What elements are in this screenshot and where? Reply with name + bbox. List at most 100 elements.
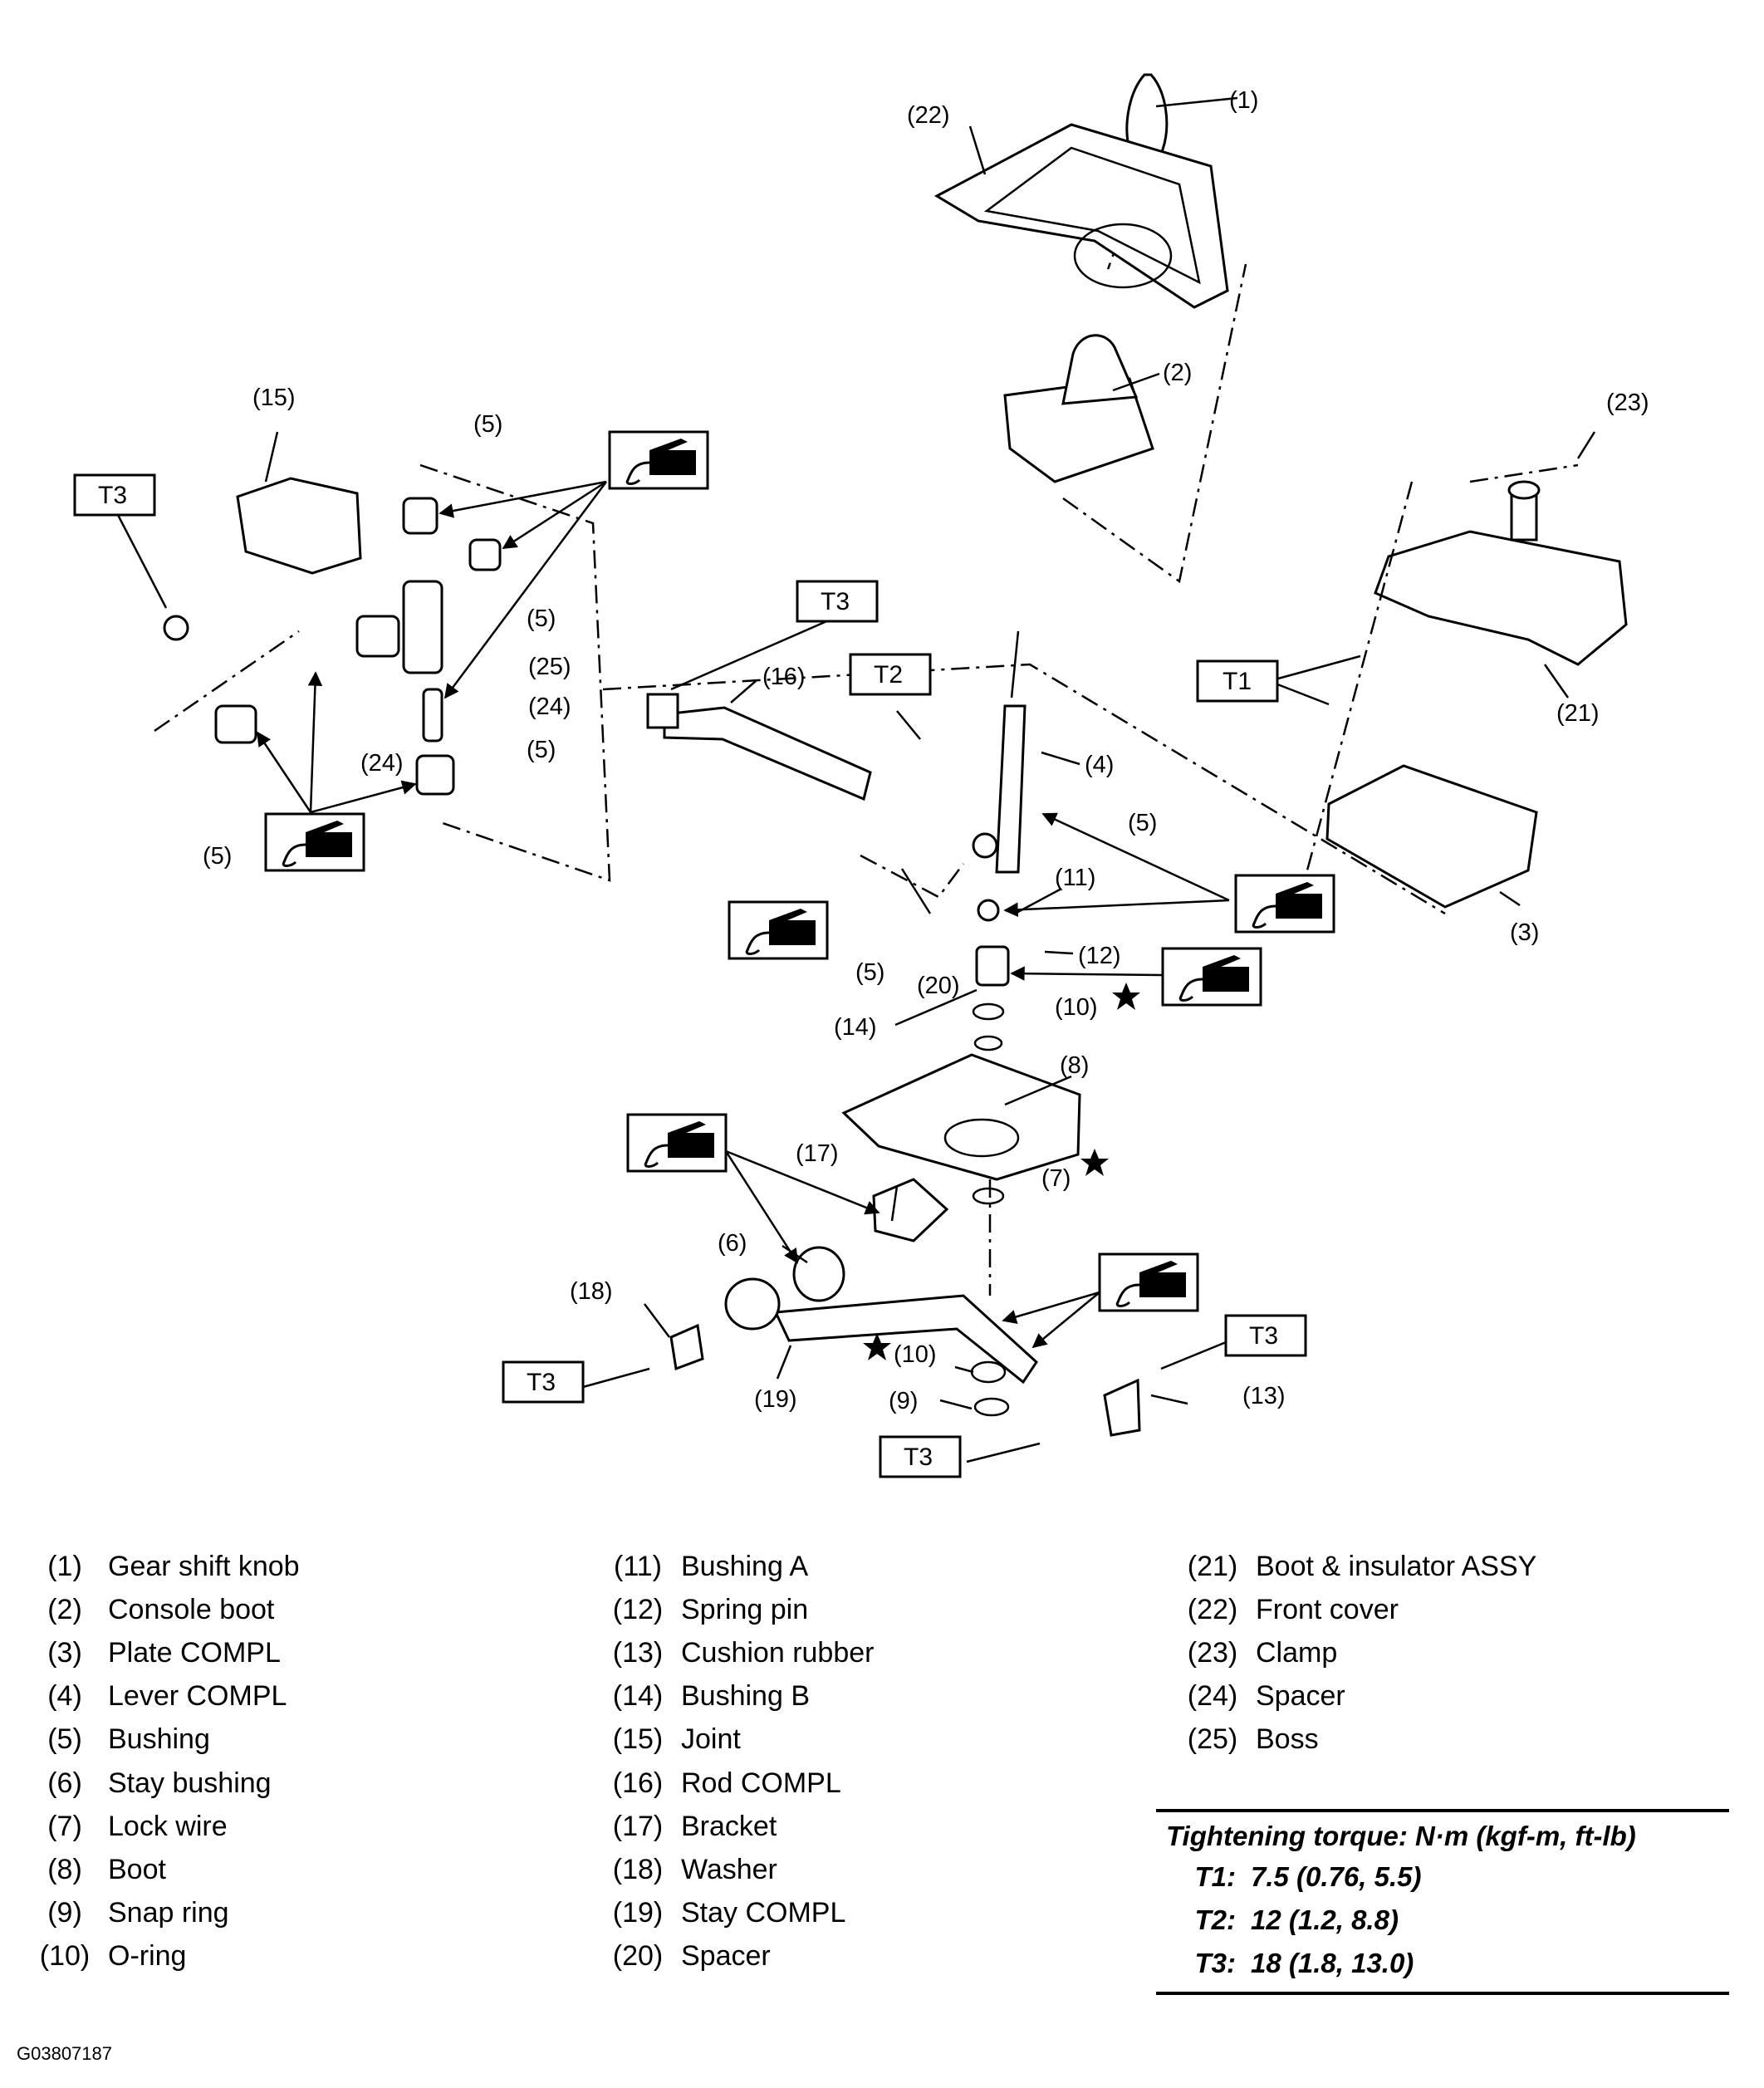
grease-application-icon [264, 812, 365, 872]
legend-item: (22)Front cover [1187, 1593, 1399, 1625]
legend-item: (15)Joint [612, 1723, 741, 1756]
callout-21: (21) [1556, 700, 1600, 727]
torque-tag-t3-d: T3 [502, 1360, 585, 1404]
figure-code: G03807187 [17, 2043, 112, 2064]
legend-item: (10)O-ring [39, 1940, 187, 1973]
torque-tag-t3-a: T3 [73, 473, 156, 517]
replace-part-star-icon [1080, 1149, 1109, 1176]
svg-text:T3: T3 [98, 482, 127, 509]
callout-15: (15) [252, 385, 296, 411]
callout-labels: (1) (22) (2) (23) (21) (3) (15) (5) (5) … [203, 87, 1649, 1414]
replace-part-star-icon [863, 1333, 891, 1360]
legend-item: (19)Stay COMPL [612, 1897, 846, 1929]
torque-tag-t3-e: T3 [879, 1435, 962, 1478]
legend-item: (13)Cushion rubber [612, 1636, 875, 1669]
legend-item: (12)Spring pin [612, 1593, 809, 1625]
callout-5-f: (5) [855, 959, 884, 986]
legend-item: (9)Snap ring [47, 1897, 229, 1929]
callout-16: (16) [762, 664, 806, 690]
svg-text:T1: T1 [1223, 668, 1252, 695]
replace-part-star-icon [1112, 983, 1140, 1010]
part-lever-compl [972, 630, 1027, 922]
callout-10-a: (10) [1055, 994, 1098, 1021]
legend-item: (16)Rod COMPL [612, 1767, 841, 1799]
callout-10-b: (10) [894, 1341, 937, 1368]
legend-item: (2)Console boot [47, 1593, 275, 1625]
legend-item: (18)Washer [612, 1853, 777, 1885]
torque-tag-t3-b: T3 [796, 580, 879, 623]
callout-3: (3) [1510, 919, 1539, 946]
part-front-cover [933, 123, 1229, 309]
legend-item: (6)Stay bushing [47, 1767, 272, 1799]
callout-12: (12) [1078, 943, 1121, 969]
svg-text:T3: T3 [527, 1369, 556, 1396]
part-boss-spacer-bushings [214, 497, 502, 796]
part-plate-compl [1325, 764, 1538, 909]
legend-item: (3)Plate COMPL [47, 1636, 281, 1669]
legend-item: (4)Lever COMPL [47, 1680, 287, 1713]
part-boot-insulator-assy [1374, 480, 1628, 666]
tightening-torque-table: Tightening torque: N·m (kgf-m, ft-lb) T1… [1156, 1809, 1729, 1995]
callout-7: (7) [1041, 1165, 1071, 1192]
table-rule-top [1156, 1809, 1729, 1812]
legend-item: (14)Bushing B [612, 1680, 810, 1713]
callout-6: (6) [718, 1230, 747, 1257]
torque-row: T3:18 (1.8, 13.0) [1194, 1948, 1414, 1978]
svg-text:T3: T3 [904, 1443, 933, 1471]
legend-item: (25)Boss [1187, 1723, 1319, 1756]
part-bushing-b [972, 945, 1010, 1051]
part-rod-compl [646, 693, 872, 801]
svg-text:T2: T2 [874, 661, 903, 689]
exploded-parts-diagram: (1) (22) (2) (23) (21) (3) (15) (5) (5) … [73, 73, 1649, 1478]
callout-23: (23) [1606, 390, 1649, 416]
callout-8: (8) [1060, 1052, 1089, 1079]
callout-9: (9) [889, 1388, 918, 1414]
torque-tag-t1: T1 [1196, 659, 1279, 703]
torque-row: T2:12 (1.2, 8.8) [1194, 1904, 1399, 1935]
legend-column-2: (11)Bushing A (12)Spring pin (13)Cushion… [595, 1545, 875, 1978]
legend-column-3: (21)Boot & insulator ASSY (22)Front cove… [1169, 1545, 1537, 1762]
legend-item: (1)Gear shift knob [47, 1550, 300, 1582]
svg-text:T3: T3 [821, 588, 850, 615]
legend-item: (24)Spacer [1187, 1680, 1345, 1713]
callout-13: (13) [1242, 1383, 1286, 1409]
assembly-lines [154, 263, 1579, 1296]
grease-arrows [256, 480, 1230, 1349]
legend-column-1: (1)Gear shift knob (2)Console boot (3)Pl… [22, 1545, 300, 1978]
legend-item: (21)Boot & insulator ASSY [1187, 1550, 1537, 1582]
grease-application-icon [608, 430, 709, 490]
callout-2: (2) [1163, 360, 1192, 386]
callout-1: (1) [1229, 87, 1258, 114]
svg-text:T3: T3 [1249, 1322, 1278, 1350]
parts-legend: (1)Gear shift knob (2)Console boot (3)Pl… [0, 1545, 1764, 2010]
callout-5-c: (5) [527, 737, 556, 763]
torque-row: T1:7.5 (0.76, 5.5) [1194, 1861, 1422, 1892]
callout-18: (18) [570, 1278, 613, 1305]
legend-item: (5)Bushing [47, 1723, 210, 1756]
legend-item: (23)Clamp [1187, 1636, 1338, 1669]
callout-5-b: (5) [527, 605, 556, 632]
grease-application-icon [1098, 1252, 1199, 1312]
callout-17: (17) [796, 1140, 839, 1167]
torque-tag-t3-c: T3 [1224, 1314, 1307, 1357]
grease-application-icon [626, 1113, 728, 1173]
legend-item: (8)Boot [47, 1853, 166, 1885]
torque-table-title: Tightening torque: N·m (kgf-m, ft-lb) [1166, 1821, 1636, 1851]
callout-5-d: (5) [203, 843, 232, 870]
callout-22: (22) [907, 102, 950, 129]
callout-19: (19) [754, 1386, 797, 1413]
callout-24-a: (24) [528, 694, 571, 720]
callout-14: (14) [834, 1014, 877, 1041]
callout-25: (25) [528, 654, 571, 680]
grease-application-icon [1161, 947, 1262, 1007]
callout-4: (4) [1085, 752, 1114, 778]
part-boot [841, 1053, 1081, 1181]
torque-tag-t2: T2 [849, 653, 932, 696]
legend-item: (7)Lock wire [47, 1810, 228, 1842]
callout-24-b: (24) [360, 750, 404, 777]
legend-item: (11)Bushing A [614, 1550, 809, 1582]
callout-11: (11) [1055, 865, 1095, 891]
part-joint [163, 477, 362, 641]
grease-application-icon [728, 900, 829, 960]
callout-5-e: (5) [1128, 810, 1157, 836]
